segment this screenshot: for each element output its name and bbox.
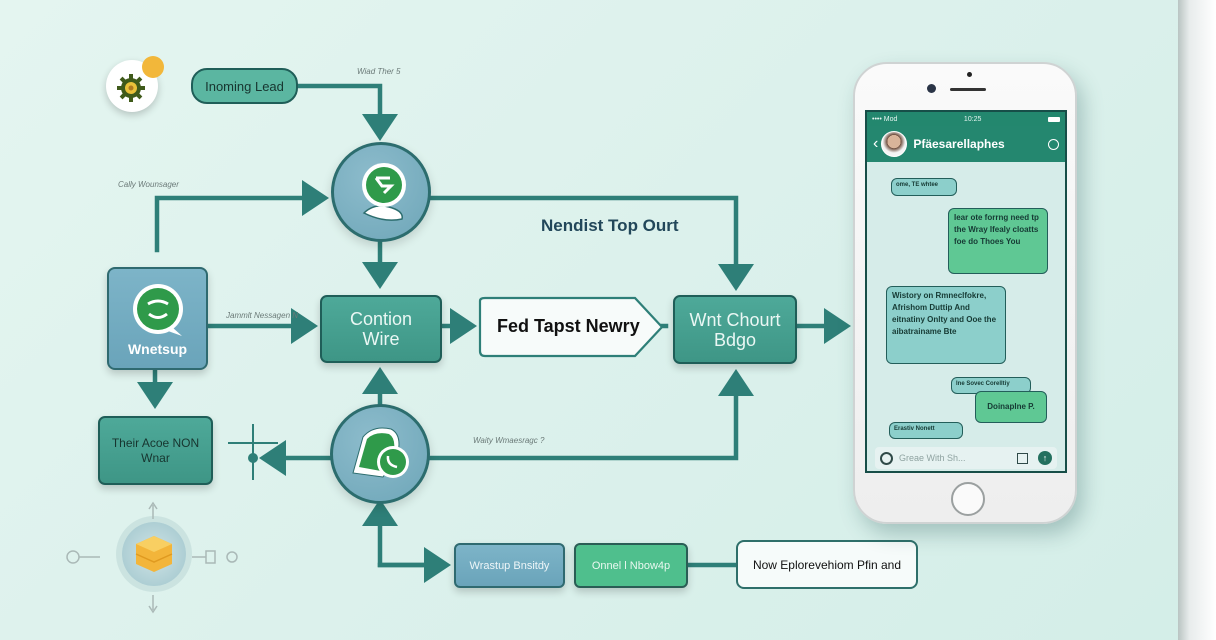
message-text: Doinaplne P. [987,402,1035,411]
label-wiad-ther: Wiad Ther 5 [357,67,401,76]
hub-whatsapp-top[interactable] [331,142,431,242]
hub-phone-chat[interactable] [330,404,430,504]
home-button[interactable] [951,482,985,516]
message-bubble: Erastiv Nonett [889,422,963,439]
node-their-acoe[interactable]: Their Acoe NON Wnar [98,416,213,485]
gear-icon [117,74,145,102]
message-text: Wistory on Rmneclfokre, Afrishom Duttip … [892,291,997,336]
status-time: 10:25 [963,115,982,123]
node-whatsapp[interactable]: Wnetsup [107,267,208,370]
node-contion-wire[interactable]: Contion Wire [320,295,442,363]
phone-speaker [950,88,986,91]
whatsapp-icon [362,163,406,221]
contact-name: Pfäesarellaphes [913,137,1005,151]
phone-screen: •••• Mod 10:25 ‹ Pfäesarellaphes ome, TE… [865,110,1067,473]
node-wnt-chourt-line2: Bdgo [713,329,757,350]
message-text: ome, TE whtee [896,182,939,188]
battery-icon [1048,116,1060,122]
node-onnel-label: Onnel l Nbow4p [591,559,671,572]
message-text: Iear ote forrng need tp the Wray Ifealy … [954,213,1039,246]
node-their-acoe-line2: Wnar [141,450,170,465]
label-waity-wmaesragc: Waity Wmaesragc ? [473,436,545,445]
label-jammlt-nessagen: Jammlt Nessagen N [226,311,299,320]
more-options-icon[interactable] [1048,138,1059,150]
node-fed-tapst-shape[interactable] [477,295,667,361]
node-onnel-nbow[interactable]: Onnel l Nbow4p [574,543,688,588]
connector-lead-to-hub [297,83,398,141]
node-wnt-chourt-line1: Wnt Chourt [689,309,781,330]
message-bubble: Iear ote forrng need tp the Wray Ifealy … [948,208,1048,274]
node-contion-wire-line2: Wire [362,329,400,349]
connector-left-to-hub [154,180,329,253]
message-text: Ine Sovec Corelltiy [956,381,1010,387]
message-composer: Greae With Sh... ↑ [875,447,1057,469]
message-bubble: ome, TE whtee [891,178,957,196]
notification-badge [142,56,164,78]
gear-badge[interactable] [106,56,164,112]
cube-icon [135,536,173,572]
send-button[interactable]: ↑ [1038,451,1052,465]
node-now-label: Now Eplorevehiom Pfin and [752,557,902,572]
status-bar: •••• Mod 10:25 [867,112,1065,126]
message-input[interactable]: Greae With Sh... [899,453,966,463]
node-incoming-lead[interactable]: Inoming Lead [191,68,298,104]
phone-camera [967,72,972,77]
node-now-eplorevehiom[interactable]: Now Eplorevehiom Pfin and [736,540,918,589]
phone-chat-icon [352,427,409,478]
cube-arrows [66,501,238,614]
node-whatsapp-label: Wnetsup [127,340,188,357]
junction-marker [228,424,278,480]
page-edge [1178,0,1216,640]
connector-hub-to-wnt [427,195,754,291]
node-wrastup-label: Wrastup Bnsitdy [469,559,550,572]
connector-bottom-to-phonehub [362,499,445,568]
label-cally-wounsager: Cally Wounsager [118,180,179,189]
back-chevron-icon[interactable]: ‹ [873,135,879,152]
node-contion-wire-line1: Contion [349,309,413,329]
cube-widget[interactable] [122,522,186,586]
message-text: Erastiv Nonett [894,426,935,432]
node-wnt-chourt[interactable]: Wnt Chourt Bdgo [673,295,797,364]
message-bubble: Doinaplne P. [975,391,1047,423]
contact-avatar[interactable] [881,131,908,157]
node-their-acoe-line1: Their Acoe NON [111,435,200,450]
carrier-label: •••• Mod [872,115,898,123]
emoji-icon[interactable] [880,451,893,465]
node-incoming-lead-label: Inoming Lead [205,78,284,94]
phone-front-sensor [927,84,936,93]
message-bubble: Wistory on Rmneclfokre, Afrishom Duttip … [886,286,1006,364]
node-wrastup-bnsitdy[interactable]: Wrastup Bnsitdy [454,543,565,588]
connector-phonehub-to-wnt [425,369,754,461]
attach-icon[interactable] [1017,452,1028,464]
chat-header: ‹ Pfäesarellaphes [867,126,1065,162]
whatsapp-icon [132,283,183,336]
node-fed-tapst-label: Fed Tapst Newry [497,316,640,336]
section-title: Nendist Top Ourt [541,216,679,235]
